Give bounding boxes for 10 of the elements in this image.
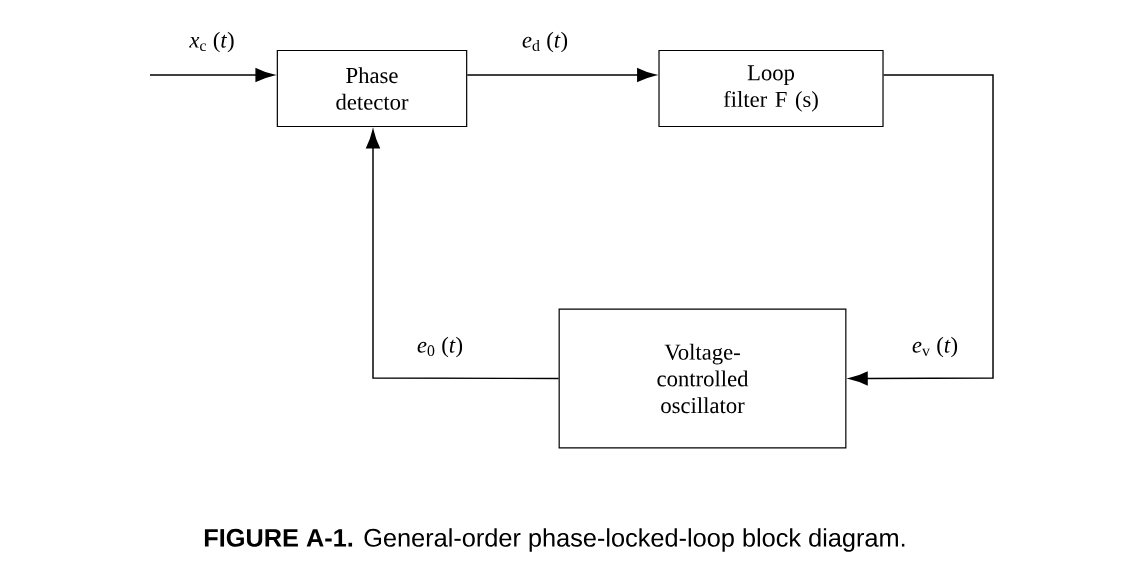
arrow <box>366 129 560 380</box>
arrow <box>466 68 656 82</box>
block-box: Phase detector <box>276 49 468 128</box>
edge-label: e$_{0}$ (t) <box>417 336 463 358</box>
edge-label: x$_{c}$ (t) <box>189 31 234 53</box>
block-box: Voltage-controlled oscillator <box>558 308 847 449</box>
block-box: Loop filter F (s) <box>658 49 884 128</box>
arrow <box>149 68 275 82</box>
edge-label: e$_{d}$ (t) <box>522 31 568 53</box>
figure-caption: FIGURE A-1. General-order phase-locked-loop block diagram. <box>204 528 905 552</box>
